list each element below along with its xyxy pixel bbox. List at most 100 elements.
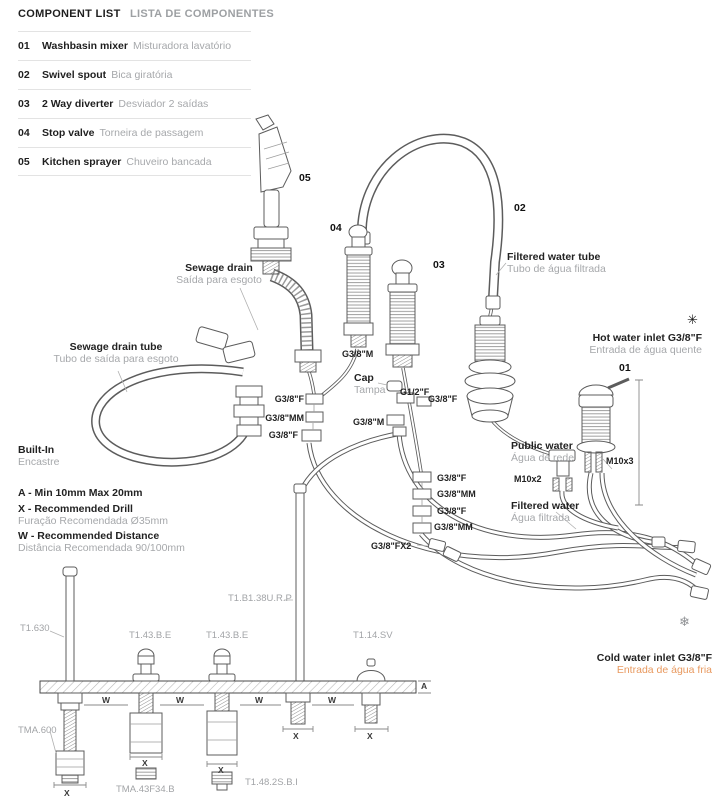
components [39,114,712,791]
inlet-hose-fittings [651,536,712,600]
label-filtered-water: Filtered water Água filtrada [511,500,579,524]
drain-elbows [195,326,265,437]
worktop-drawing [39,680,431,694]
note-x: X - Recommended Drill Furação Recomendad… [18,503,168,527]
note-x-pt: Furação Recomendada Ø35mm [18,515,168,528]
built-in-pt: Encastre [18,456,60,469]
callout-02: 02 [514,202,526,214]
assembly-t1-14-sv [354,658,389,732]
callout-04: 04 [330,222,342,234]
fitting-label-g38f-e: G3/8"F [437,506,467,516]
page-title: COMPONENT LIST LISTA DE COMPONENTES [18,8,274,20]
note-w: W - Recommended Distance Distância Recom… [18,530,185,554]
public-water-tee [548,449,576,492]
row-number: 05 [18,155,30,168]
fitting-label-g38f-c: G3/8"F [268,430,298,440]
fitting-label-g38fx2: G3/8"FX2 [371,541,412,551]
dim-x-5: X [367,731,373,741]
callout-03: 03 [433,259,445,271]
label-cold-water-inlet: Cold water inlet G3/8"F Entrada de água … [552,652,712,676]
cap-and-fittings [386,380,432,437]
part-code-t1-43-be-b: T1.43.B.E [206,630,249,641]
dim-w-4: W [328,695,337,705]
note-x-en: X - Recommended Drill [18,503,133,515]
fitting-label-g38f-b: G3/8"F [274,394,304,404]
part-code-tma-600: TMA.600 [18,725,57,736]
table-row: 02 Swivel spout Bica giratória [18,60,251,89]
row-number: 01 [18,40,30,52]
component-list-title-en: COMPONENT LIST [18,8,121,20]
right-nut-column [412,471,462,562]
stop-valve-drawing [343,224,374,348]
part-code-tma-43f34-b: TMA.43F34.B [116,784,175,795]
label-public-water: Public water Água de rede [511,440,574,464]
hot-water-inlet-en: Hot water inlet G3/8"F [592,332,702,344]
part-code-t1-48-2s-bi: T1.48.2S.B.I [245,777,298,788]
label-sewage-drain: Sewage drain Saída para esgoto [158,262,280,286]
fitting-label-g38m-a: G3/8"M [342,349,374,359]
washbasin-mixer-drawing [576,377,630,473]
label-hot-water-inlet: Hot water inlet G3/8"F Entrada de água q… [552,332,702,356]
row-name-en: Swivel spout [42,69,107,81]
row-name-pt: Misturadora lavatório [132,40,232,52]
dim-w-1: W [102,695,111,705]
dim-x-2: X [142,758,148,768]
note-a: A - Min 10mm Max 20mm [18,487,142,499]
sewage-drain-tube-pt: Tubo de saída para esgoto [53,353,179,366]
row-name-pt: Chuveiro bancada [126,155,212,168]
sewage-drain-tube-en: Sewage drain tube [69,341,163,353]
sewage-drain-hose-drawing [269,268,314,351]
leader-lines [49,262,613,754]
row-name-pt: Bica giratória [111,69,173,81]
component-list-title-pt: LISTA DE COMPONENTES [129,8,275,20]
callout-01: 01 [619,362,631,374]
row-number: 02 [18,69,30,81]
drain-hose-nut [294,349,322,373]
left-nut-column [301,393,324,442]
hot-water-icon: ✳ [687,312,698,327]
cold-water-inlet-en: Cold water inlet G3/8"F [596,652,712,664]
flexible-hoses [298,301,702,595]
cap-pt: Tampa [354,384,386,397]
row-name-pt: Torneira de passagem [99,127,204,139]
label-sewage-drain-tube: Sewage drain tube Tubo de saída para esg… [36,341,196,365]
hot-water-inlet-pt: Entrada de água quente [589,344,702,357]
note-w-pt: Distância Recomendada 90/100mm [18,542,185,555]
dim-w-3: W [255,695,264,705]
public-water-en: Public water [511,440,573,452]
assembly-t1-43-be-a [129,648,163,780]
callout-05: 05 [299,172,311,184]
part-code-t1-14-sv: T1.14.SV [353,630,393,641]
fitting-label-g12f: G1/2"F [400,387,430,397]
table-row: 05 Kitchen sprayer Chuveiro bancada [18,147,251,176]
built-in-en: Built-In [18,444,55,456]
swivel-spout-drawing [353,133,504,310]
assembly-t1-43-be-b [206,648,238,791]
fitting-label-g38mm-a: G3/8"MM [265,413,304,423]
dim-x-1: X [64,788,70,798]
cartridge-drawing [464,315,516,423]
row-number: 04 [18,127,30,139]
label-filtered-water-tube: Filtered water tube Tubo de água filtrad… [507,251,606,275]
sewage-drain-tube-drawing [91,364,253,467]
cold-water-inlet-pt: Entrada de água fria [616,664,712,677]
part-code-t1-43-be-a: T1.43.B.E [129,630,172,641]
row-number: 03 [18,98,30,110]
fitting-label-g38mm-b: G3/8"MM [437,489,476,499]
public-water-pt: Água de rede [511,452,575,465]
row-name-en: Kitchen sprayer [42,155,122,168]
cap-en: Cap [354,372,374,384]
note-w-en: W - Recommended Distance [18,530,160,542]
sewage-drain-pt: Saída para esgoto [176,274,262,287]
assembly-riser-shank [282,692,314,732]
fitting-label-m10x3: M10x3 [606,456,634,466]
diverter-drawing [385,259,420,368]
dim-a: A [421,681,428,691]
fitting-label-g38mm-c: G3/8"MM [434,522,473,532]
label-cap: Cap Tampa [354,372,386,396]
